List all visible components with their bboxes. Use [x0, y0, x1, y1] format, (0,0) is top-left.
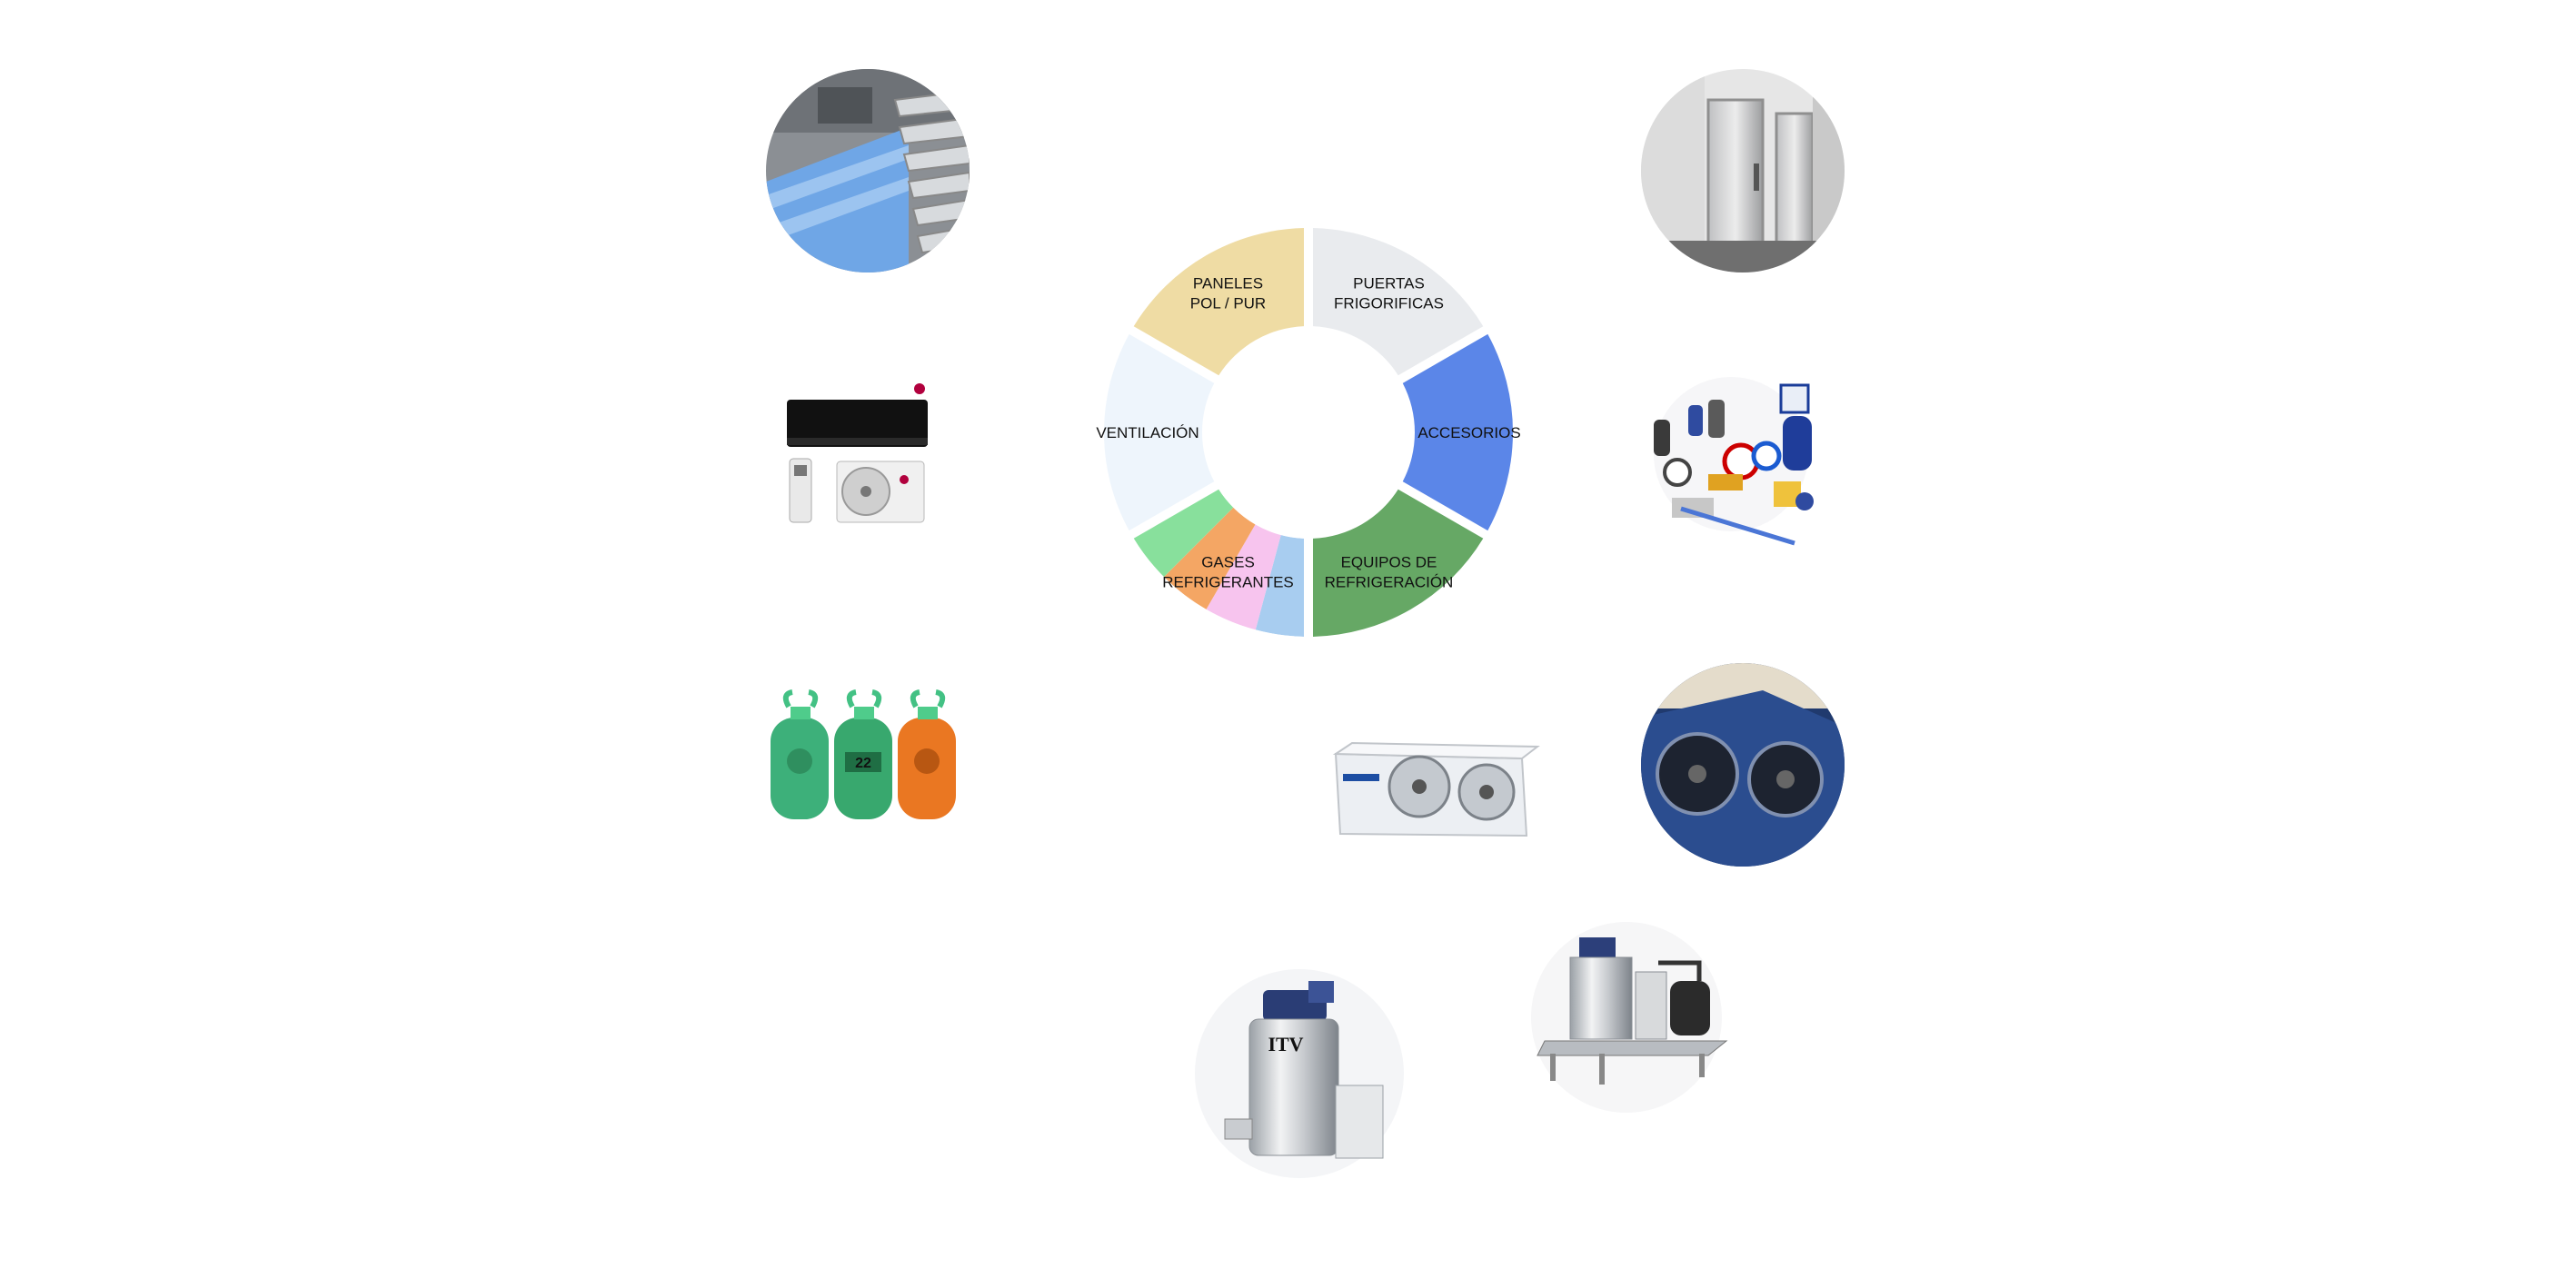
- segment-label-line: FRIGORIFICAS: [1334, 295, 1444, 312]
- ice-machine-photo[interactable]: ITV: [1195, 969, 1404, 1178]
- refrigeration-accessories-photo[interactable]: [1654, 377, 1814, 546]
- segment-label-ventilacion: VENTILACIÓN: [1096, 424, 1198, 441]
- segment-label-line: PUERTAS: [1353, 275, 1425, 292]
- segment-label-paneles: PANELES POL / PUR: [1190, 275, 1266, 312]
- segment-label-line: GASES: [1201, 553, 1255, 570]
- segment-accesorios[interactable]: [1402, 333, 1514, 531]
- donut-labels: PUERTAS FRIGORIFICAS ACCESORIOS EQUIPOS DE R…: [1096, 275, 1520, 591]
- segment-label-accesorios: ACCESORIOS: [1417, 424, 1520, 441]
- segment-label-line: REFRIGERANTES: [1162, 573, 1294, 590]
- segment-label-line: ACCESORIOS: [1417, 424, 1520, 441]
- segment-paneles[interactable]: [1133, 228, 1305, 376]
- segment-label-gases: GASES REFRIGERANTES: [1162, 553, 1294, 590]
- air-conditioner-photo[interactable]: [787, 383, 928, 523]
- segment-gases-band: [1255, 535, 1305, 637]
- segment-label-line: PANELES: [1193, 275, 1263, 292]
- segment-equipos[interactable]: [1312, 489, 1484, 637]
- segment-label-line: REFRIGERACIÓN: [1325, 573, 1454, 590]
- segment-ventilacion[interactable]: [1104, 333, 1215, 531]
- cold-room-door-photo[interactable]: [1641, 69, 1845, 272]
- ice-machine-brand-label: ITV: [1268, 1033, 1303, 1055]
- panels-photo[interactable]: [766, 69, 970, 272]
- evaporator-unit-photo[interactable]: [1332, 741, 1540, 837]
- segment-puertas[interactable]: [1312, 228, 1484, 376]
- segment-label-equipos: EQUIPOS DE REFRIGERACIÓN: [1325, 553, 1454, 590]
- segment-gases-band: [1133, 489, 1234, 578]
- ice-machine-skid-photo[interactable]: [1531, 922, 1728, 1113]
- refrigerant-cylinders-photo[interactable]: 22: [771, 689, 956, 819]
- svg-text:22: 22: [855, 756, 871, 771]
- segment-gases-band: [1163, 507, 1256, 609]
- segment-label-puertas: PUERTAS FRIGORIFICAS: [1334, 275, 1444, 312]
- segment-gases[interactable]: [1131, 486, 1308, 638]
- segment-label-line: VENTILACIÓN: [1096, 424, 1198, 441]
- segment-label-line: EQUIPOS DE: [1341, 553, 1437, 570]
- condensing-unit-photo[interactable]: [1641, 663, 1845, 867]
- segment-label-line: POL / PUR: [1190, 295, 1266, 312]
- donut-segments: [1104, 228, 1514, 638]
- segment-gases-band: [1206, 524, 1281, 630]
